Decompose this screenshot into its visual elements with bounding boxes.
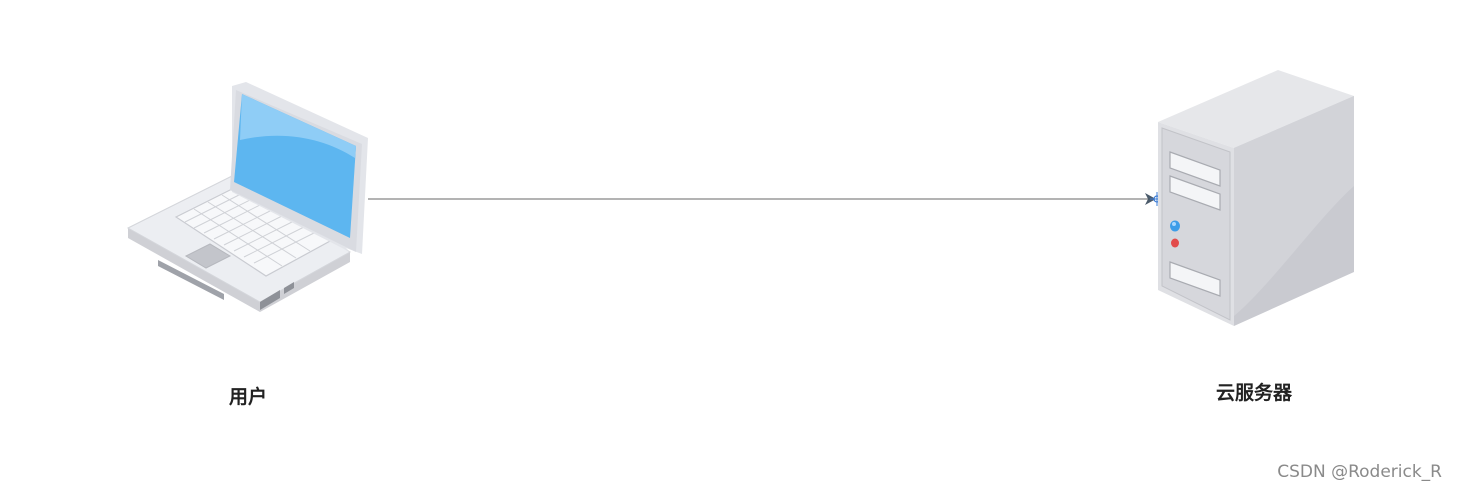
- server-label: 云服务器: [1216, 382, 1293, 404]
- server-icon[interactable]: [1150, 66, 1360, 330]
- user-label: 用户: [229, 386, 268, 408]
- laptop-icon[interactable]: [124, 80, 374, 320]
- watermark-text: CSDN @Roderick_R: [1277, 462, 1442, 482]
